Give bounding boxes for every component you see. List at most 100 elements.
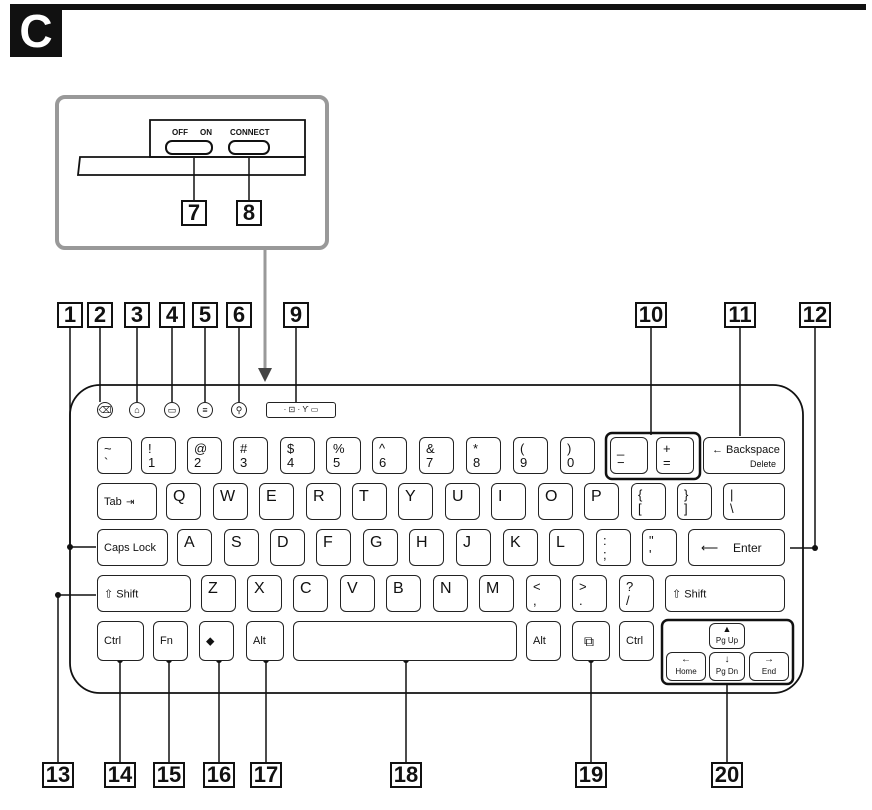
key-right-shift[interactable]: ⇧ Shift xyxy=(665,575,785,612)
key-9[interactable]: (9 xyxy=(513,437,548,474)
key-8[interactable]: *8 xyxy=(466,437,501,474)
leader-1 xyxy=(69,328,96,548)
key-w[interactable]: W xyxy=(213,483,248,520)
key-j[interactable]: J xyxy=(456,529,491,566)
key-semicolon[interactable]: :; xyxy=(596,529,631,566)
key-i[interactable]: I xyxy=(491,483,526,520)
key-r[interactable]: R xyxy=(306,483,341,520)
key-v-label: V xyxy=(347,580,358,597)
key-ctrl-right[interactable]: Ctrl xyxy=(619,621,654,661)
key-7-top: & xyxy=(426,441,435,456)
key-right-bracket[interactable]: }] xyxy=(677,483,712,520)
key-g-label: G xyxy=(370,534,383,551)
key-g[interactable]: G xyxy=(363,529,398,566)
key-e[interactable]: E xyxy=(259,483,294,520)
key-lt: < xyxy=(533,579,541,594)
key-comma[interactable]: <, xyxy=(526,575,561,612)
back-icon: ⌫ xyxy=(97,402,113,418)
key-0[interactable]: )0 xyxy=(560,437,595,474)
key-backslash[interactable]: |\ xyxy=(723,483,785,520)
key-d-label: D xyxy=(277,534,289,551)
key-2[interactable]: @2 xyxy=(187,437,222,474)
key-fn[interactable]: Fn xyxy=(153,621,188,661)
key-tilde-bot: ` xyxy=(104,455,109,470)
key-y-label: Y xyxy=(405,488,416,505)
key-alt[interactable]: Alt xyxy=(246,621,284,661)
key-pgup[interactable]: ▲Pg Up xyxy=(709,623,745,649)
key-space[interactable] xyxy=(293,621,517,661)
key-2-bot: 2 xyxy=(194,455,202,470)
key-minus-volume-down[interactable]: _− xyxy=(610,437,648,474)
callout-4: 4 xyxy=(159,302,185,328)
callout-19: 19 xyxy=(575,762,607,788)
key-1[interactable]: !1 xyxy=(141,437,176,474)
key-plus-volume-up[interactable]: += xyxy=(656,437,694,474)
key-tilde[interactable]: ~` xyxy=(97,437,132,474)
key-tab[interactable]: Tab⇥ xyxy=(97,483,157,520)
key-period[interactable]: >. xyxy=(572,575,607,612)
callout-20: 20 xyxy=(711,762,743,788)
key-m[interactable]: M xyxy=(479,575,514,612)
key-caps-lock[interactable]: Caps Lock xyxy=(97,529,168,566)
key-backspace-label: ← Backspace xyxy=(712,444,780,456)
key-a[interactable]: A xyxy=(177,529,212,566)
connect-button xyxy=(228,140,270,155)
key-alt-right[interactable]: Alt xyxy=(526,621,561,661)
key-f[interactable]: F xyxy=(316,529,351,566)
dot-1 xyxy=(67,544,73,550)
key-quote[interactable]: "' xyxy=(642,529,677,566)
key-5-bot: 5 xyxy=(333,455,341,470)
key-n[interactable]: N xyxy=(433,575,468,612)
dot-13 xyxy=(55,592,61,598)
key-b-label: B xyxy=(393,580,404,597)
key-left-bracket[interactable]: {[ xyxy=(631,483,666,520)
key-slash[interactable]: ?/ xyxy=(619,575,654,612)
key-1-bot: 1 xyxy=(148,455,156,470)
key-pgdn[interactable]: ↓Pg Dn xyxy=(709,652,745,681)
key-c[interactable]: C xyxy=(293,575,328,612)
key-8-bot: 8 xyxy=(473,455,481,470)
key-l[interactable]: L xyxy=(549,529,584,566)
callout-15: 15 xyxy=(153,762,185,788)
key-y[interactable]: Y xyxy=(398,483,433,520)
key-4[interactable]: $4 xyxy=(280,437,315,474)
key-ctrl[interactable]: Ctrl xyxy=(97,621,144,661)
indicator-lights-icon: · ⊡ · ϒ ▭ xyxy=(266,402,336,418)
key-t-label: T xyxy=(359,488,369,505)
key-apps[interactable]: ⧉ xyxy=(572,621,610,661)
key-diamond[interactable]: ◆ xyxy=(199,621,234,661)
key-diamond-label: ◆ xyxy=(206,635,215,648)
key-tilde-top: ~ xyxy=(104,441,112,456)
key-v[interactable]: V xyxy=(340,575,375,612)
key-k[interactable]: K xyxy=(503,529,538,566)
key-colon: : xyxy=(603,533,607,548)
key-x[interactable]: X xyxy=(247,575,282,612)
key-fn-label: Fn xyxy=(160,635,173,647)
key-home[interactable]: ←Home xyxy=(666,652,706,681)
dot-12 xyxy=(812,545,818,551)
key-5[interactable]: %5 xyxy=(326,437,361,474)
key-p[interactable]: P xyxy=(584,483,619,520)
key-d[interactable]: D xyxy=(270,529,305,566)
key-z[interactable]: Z xyxy=(201,575,236,612)
key-h[interactable]: H xyxy=(409,529,444,566)
key-t[interactable]: T xyxy=(352,483,387,520)
key-7[interactable]: &7 xyxy=(419,437,454,474)
key-3-top: # xyxy=(240,441,248,456)
key-b[interactable]: B xyxy=(386,575,421,612)
key-enter[interactable]: ⟵Enter xyxy=(688,529,785,566)
key-left-shift[interactable]: ⇧ Shift xyxy=(97,575,191,612)
key-s[interactable]: S xyxy=(224,529,259,566)
key-q[interactable]: Q xyxy=(166,483,201,520)
search-icon: ⚲ xyxy=(231,402,247,418)
key-alt-label: Alt xyxy=(253,635,266,647)
key-u[interactable]: U xyxy=(445,483,480,520)
key-6[interactable]: ^6 xyxy=(372,437,407,474)
key-o[interactable]: O xyxy=(538,483,573,520)
key-3[interactable]: #3 xyxy=(233,437,268,474)
callout-1: 1 xyxy=(57,302,83,328)
key-semicolon-label: ; xyxy=(603,547,607,562)
apps-icon: ⧉ xyxy=(584,633,594,649)
key-end[interactable]: →End xyxy=(749,652,789,681)
